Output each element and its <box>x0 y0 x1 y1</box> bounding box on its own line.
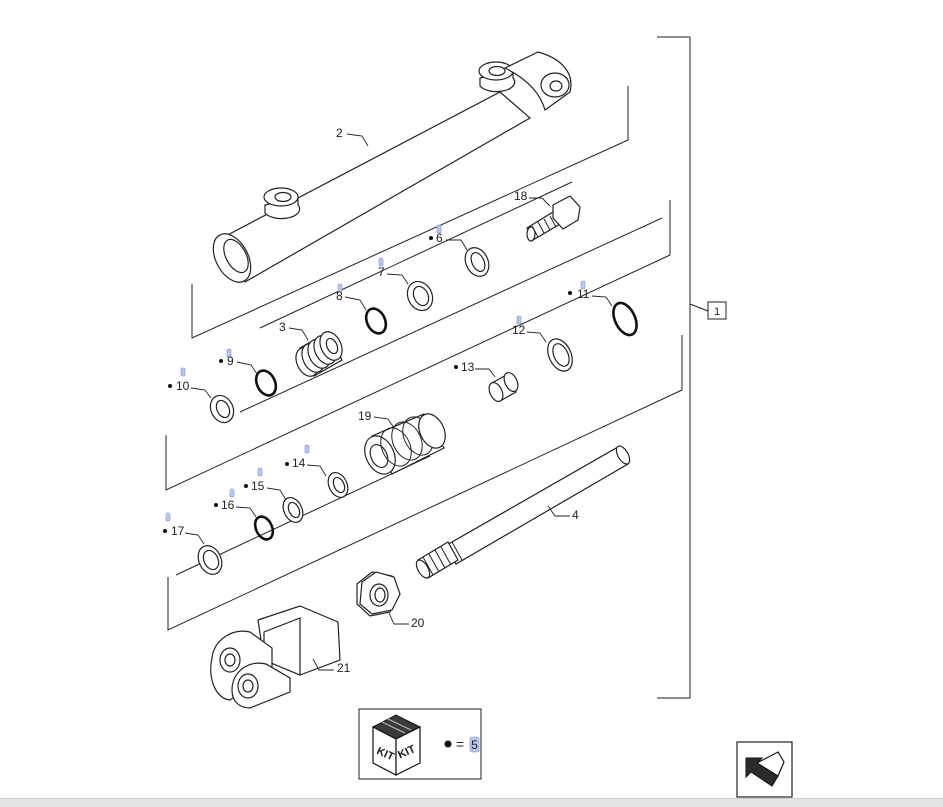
panel-barrel <box>191 86 629 339</box>
part-8-o-ring[interactable] <box>362 305 389 336</box>
part-3-piston[interactable] <box>292 328 347 380</box>
svg-text:14: 14 <box>292 456 306 470</box>
svg-text:8: 8 <box>336 289 343 303</box>
callout-19[interactable]: 19 <box>358 409 395 429</box>
kit-legend-equals: = <box>456 736 464 752</box>
panel-piston-seals <box>165 200 671 491</box>
svg-text:19: 19 <box>358 409 372 423</box>
svg-text:21: 21 <box>337 661 351 675</box>
part-17-ring[interactable] <box>194 542 227 578</box>
callout-10[interactable]: 10 <box>168 367 212 399</box>
part-19-gland[interactable] <box>359 410 451 479</box>
kit-bullet-16 <box>214 503 218 507</box>
kit-bullet-17 <box>163 529 167 533</box>
kit-legend-ref: 5 <box>471 738 478 752</box>
svg-text:4: 4 <box>572 508 579 522</box>
kit-box-icon: KIT KIT <box>371 714 422 776</box>
kit-bullet-13 <box>454 365 458 369</box>
panel-gland-seals <box>167 335 683 631</box>
svg-text:3: 3 <box>279 320 286 334</box>
kit-marker-6 <box>436 224 442 234</box>
callout-8[interactable]: 8 <box>336 283 367 311</box>
kit-legend[interactable]: KIT KIT = 5 <box>358 708 482 780</box>
callout-21[interactable]: 21 <box>312 658 351 675</box>
callout-9[interactable]: 9 <box>219 348 258 375</box>
callout-6[interactable]: 6 <box>429 224 468 251</box>
svg-text:11: 11 <box>577 287 590 301</box>
callout-18[interactable]: 18 <box>514 189 551 207</box>
svg-text:16: 16 <box>221 498 235 512</box>
part-14-ring[interactable] <box>324 469 351 500</box>
part-18-plug[interactable] <box>526 195 581 242</box>
svg-text:15: 15 <box>251 479 265 493</box>
kit-legend-marker <box>469 736 480 753</box>
part-21-clevis[interactable] <box>210 605 341 709</box>
callout-16[interactable]: 16 <box>214 488 257 518</box>
callout-17[interactable]: 17 <box>163 512 205 545</box>
svg-text:12: 12 <box>512 323 526 337</box>
callout-15[interactable]: 15 <box>244 467 287 501</box>
callout-20[interactable]: 20 <box>388 612 425 630</box>
kit-marker-11 <box>580 280 586 290</box>
kit-bullet-10 <box>168 384 172 388</box>
callout-12[interactable]: 12 <box>512 315 547 343</box>
svg-text:18: 18 <box>514 189 528 203</box>
assembly-bracket <box>657 36 709 699</box>
kit-marker-8 <box>337 283 343 293</box>
kit-legend-bullet <box>444 740 452 748</box>
part-7-ring[interactable] <box>403 277 437 314</box>
arrow-back-icon <box>745 751 785 787</box>
part-13-bushing[interactable] <box>486 370 520 403</box>
kit-bullet-15 <box>244 484 248 488</box>
part-4-piston-rod[interactable] <box>414 444 633 580</box>
callout-14[interactable]: 14 <box>285 444 327 477</box>
kit-marker-7 <box>378 257 384 267</box>
callout-3[interactable]: 3 <box>279 320 309 341</box>
svg-text:6: 6 <box>436 231 443 245</box>
kit-bullet-6 <box>429 236 433 240</box>
callout-11[interactable]: 11 <box>568 280 613 307</box>
assembly-ref-box[interactable]: 1 <box>707 301 727 320</box>
part-20-hex-nut[interactable] <box>356 571 401 617</box>
kit-bullet-9 <box>219 359 223 363</box>
svg-text:10: 10 <box>176 379 190 393</box>
assembly-ref-label: 1 <box>714 306 720 318</box>
svg-text:9: 9 <box>227 354 234 368</box>
kit-marker-14 <box>304 444 310 454</box>
kit-marker-17 <box>165 512 171 522</box>
callout-2[interactable]: 2 <box>336 126 369 147</box>
svg-text:7: 7 <box>378 265 385 279</box>
kit-marker-16 <box>229 488 235 498</box>
bottom-scroll-bar[interactable] <box>0 798 943 807</box>
kit-marker-12 <box>516 315 522 325</box>
svg-text:2: 2 <box>336 126 343 140</box>
kit-bullet-11 <box>568 291 572 295</box>
part-2-cylinder-barrel[interactable] <box>206 51 572 288</box>
svg-text:20: 20 <box>411 616 425 630</box>
part-9-o-ring[interactable] <box>252 367 279 398</box>
kit-marker-15 <box>257 467 263 477</box>
piston-seal-axis-line <box>239 217 663 413</box>
kit-bullet-14 <box>285 462 289 466</box>
callout-7[interactable]: 7 <box>378 257 409 285</box>
svg-text:13: 13 <box>461 360 475 374</box>
callout-4[interactable]: 4 <box>547 505 579 522</box>
part-6-ring[interactable] <box>461 244 494 280</box>
kit-marker-9 <box>226 348 232 358</box>
part-16-o-ring[interactable] <box>252 514 277 543</box>
kit-marker-10 <box>180 367 186 377</box>
barrel-axis-line <box>259 181 573 329</box>
part-12-ring[interactable] <box>543 335 577 375</box>
part-15-ring[interactable] <box>279 494 306 525</box>
part-11-o-ring[interactable] <box>609 299 641 338</box>
nav-back-button[interactable] <box>736 741 793 798</box>
part-10-ring[interactable] <box>206 392 238 427</box>
callout-13[interactable]: 13 <box>454 360 496 378</box>
svg-text:17: 17 <box>171 524 185 538</box>
